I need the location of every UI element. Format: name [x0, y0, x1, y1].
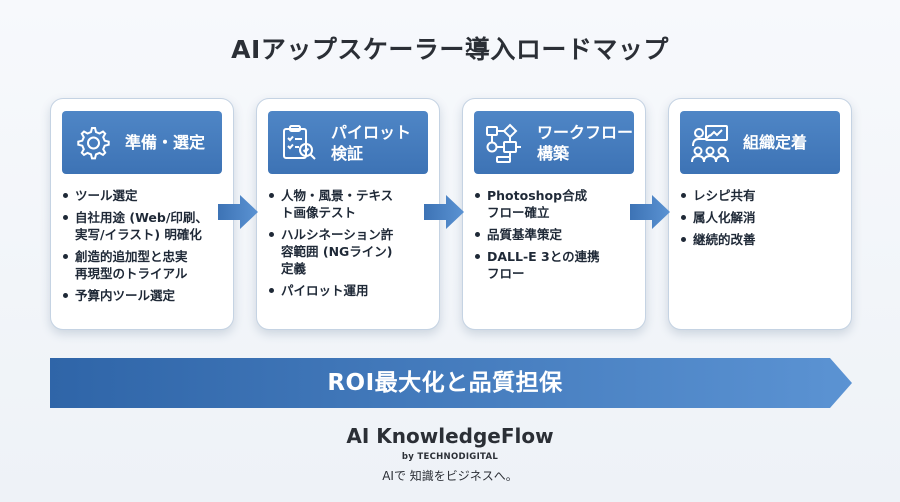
- card-title: 準備・選定: [125, 133, 206, 152]
- team-presentation-icon: [691, 124, 729, 162]
- goal-banner-text: ROI最大化と品質担保: [327, 370, 563, 396]
- step-arrow-icon: [630, 195, 670, 229]
- list-item: 人物・風景・テキス ト画像テスト: [267, 187, 437, 221]
- roadmap-card-pilot: パイロット 検証 人物・風景・テキス ト画像テスト ハルシネーション許 容範囲 …: [256, 98, 440, 330]
- list-item: Photoshop合成 フロー確立: [473, 187, 643, 221]
- list-item: レシピ共有: [679, 187, 849, 204]
- list-item: 継続的改善: [679, 231, 849, 248]
- list-item: パイロット運用: [267, 282, 437, 299]
- brand-tagline: AIで 知識をビジネスへ。: [382, 469, 518, 483]
- step-arrow-icon: [424, 195, 464, 229]
- brand-byline: by TECHNODIGITAL: [401, 452, 499, 462]
- card-header: 準備・選定: [62, 111, 222, 174]
- list-item: ハルシネーション許 容範囲 (NGライン) 定義: [267, 226, 437, 277]
- card-title: 組織定着: [743, 133, 808, 152]
- roadmap-card-organization: 組織定着 レシピ共有 属人化解消 継続的改善: [668, 98, 852, 330]
- card-item-list: 人物・風景・テキス ト画像テスト ハルシネーション許 容範囲 (NGライン) 定…: [267, 187, 437, 304]
- roadmap-card-workflow: ワークフロー 構築 Photoshop合成 フロー確立 品質基準策定 DALL-…: [462, 98, 646, 330]
- card-title: パイロット 検証: [331, 122, 412, 163]
- flowchart-icon: [486, 123, 521, 163]
- card-title: ワークフロー 構築: [537, 122, 634, 163]
- card-header: ワークフロー 構築: [474, 111, 634, 174]
- goal-banner-arrow: [50, 358, 852, 408]
- list-item: 創造的追加型と忠実 再現型のトライアル: [61, 248, 231, 282]
- gear-icon: [77, 126, 110, 159]
- page-title: AIアップスケーラー導入ロードマップ: [231, 35, 669, 64]
- list-item: 予算内ツール選定: [61, 287, 231, 304]
- card-header: パイロット 検証: [268, 111, 428, 174]
- brand-name: AI KnowledgeFlow: [346, 424, 554, 448]
- roadmap-card-preparation: 準備・選定 ツール選定 自社用途 (Web/印刷、 実写/イラスト) 明確化 創…: [50, 98, 234, 330]
- list-item: 品質基準策定: [473, 226, 643, 243]
- checklist-icon: [283, 124, 316, 160]
- card-header: 組織定着: [680, 111, 840, 174]
- card-item-list: レシピ共有 属人化解消 継続的改善: [679, 187, 849, 253]
- step-arrow-icon: [218, 195, 258, 229]
- card-item-list: Photoshop合成 フロー確立 品質基準策定 DALL-E 3との連携 フロ…: [473, 187, 643, 287]
- list-item: 属人化解消: [679, 209, 849, 226]
- list-item: 自社用途 (Web/印刷、 実写/イラスト) 明確化: [61, 209, 231, 243]
- card-item-list: ツール選定 自社用途 (Web/印刷、 実写/イラスト) 明確化 創造的追加型と…: [61, 187, 231, 309]
- list-item: ツール選定: [61, 187, 231, 204]
- list-item: DALL-E 3との連携 フロー: [473, 248, 643, 282]
